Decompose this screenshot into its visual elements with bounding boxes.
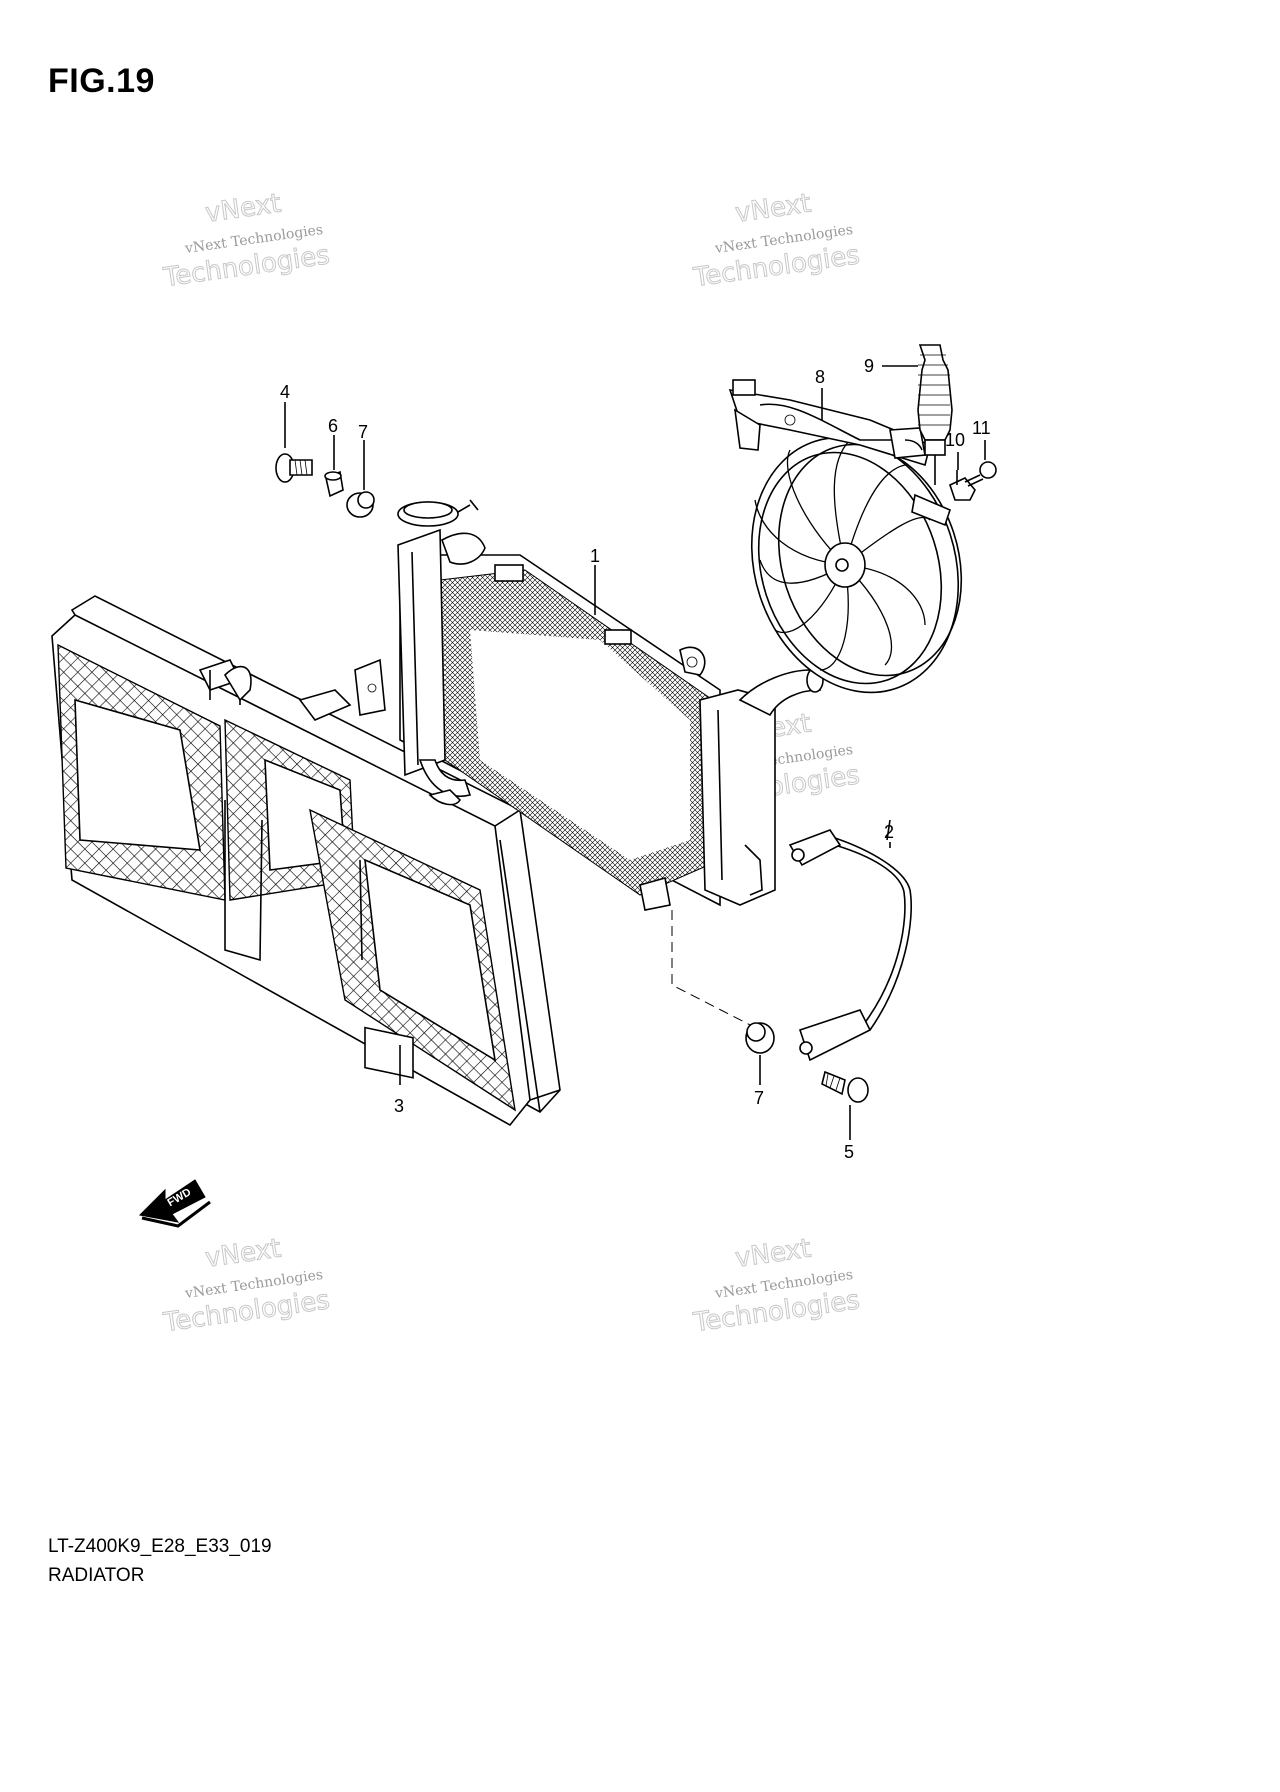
watermark-5: vNext vNext Technologies Technologies <box>161 1233 333 1339</box>
part-9-boot <box>917 344 953 485</box>
svg-text:vNext: vNext <box>203 1233 282 1273</box>
part-5-bolt <box>821 1070 869 1140</box>
callout-7-lower: 7 <box>754 1088 764 1108</box>
watermark-1: vNext vNext Technologies Technologies <box>161 188 333 294</box>
callout-4: 4 <box>280 382 290 402</box>
svg-text:vNext: vNext <box>203 188 282 228</box>
callout-3: 3 <box>394 1096 404 1116</box>
part-1-radiator <box>354 499 824 1031</box>
callout-2: 2 <box>884 822 894 842</box>
part-8-cooling-fan <box>728 379 963 694</box>
callout-11: 11 <box>972 418 991 438</box>
model-code: LT-Z400K9_E28_E33_019 <box>48 1536 272 1557</box>
part-4-bolt <box>275 402 313 483</box>
svg-text:vNext: vNext <box>733 1233 812 1273</box>
part-6-collar <box>324 435 344 498</box>
part-7-grommet-upper <box>346 440 375 518</box>
callout-5: 5 <box>844 1142 854 1162</box>
part-3-radiator-guard <box>51 595 561 1127</box>
part-7-grommet-lower <box>745 1022 775 1085</box>
callout-8: 8 <box>815 367 825 387</box>
figure-name: RADIATOR <box>48 1565 145 1586</box>
callout-10: 10 <box>945 430 965 450</box>
watermark-2: vNext vNext Technologies Technologies <box>691 188 863 294</box>
fwd-arrow-icon: FWD <box>138 1179 211 1228</box>
callout-1: 1 <box>590 546 600 566</box>
part-10-clip <box>949 470 976 501</box>
callout-7-upper: 7 <box>358 422 368 442</box>
part-2-bracket <box>788 819 913 1062</box>
figure-title: FIG.19 <box>48 62 155 100</box>
part-11-screw <box>964 461 997 487</box>
callout-9: 9 <box>864 356 874 376</box>
svg-text:vNext: vNext <box>733 188 812 228</box>
callout-6: 6 <box>328 416 338 436</box>
watermark-6: vNext vNext Technologies Technologies <box>691 1233 863 1339</box>
